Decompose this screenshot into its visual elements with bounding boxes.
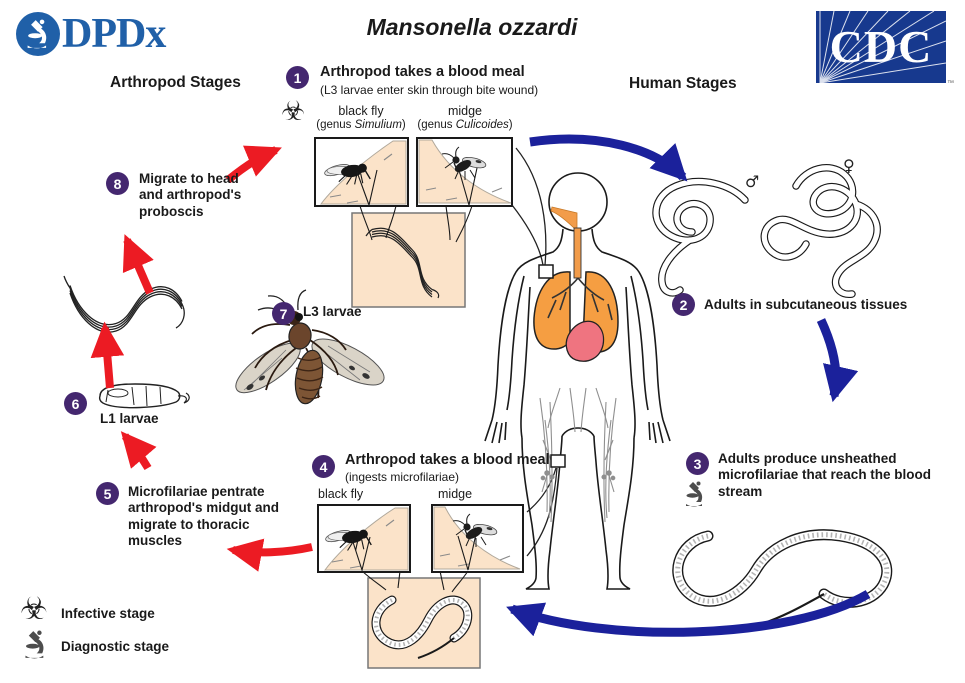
infective-stage-icon: ☣ xyxy=(281,96,306,127)
stage3-text: Adults produce unsheathed microfilariae … xyxy=(718,451,932,499)
stage4-blackfly-box-art xyxy=(317,504,411,573)
stage1-blackfly-box-art xyxy=(314,137,409,207)
stage4-blackfly-label: black fly xyxy=(318,487,364,501)
dpdx-logo-text: DPDx xyxy=(62,11,166,57)
blue-cycle-arrows xyxy=(506,134,871,637)
stage2-text: Adults in subcutaneous tissues xyxy=(704,297,908,312)
cdc-logo: CDC xyxy=(816,11,946,83)
stage2-number: 2 xyxy=(672,293,695,316)
stage4-midge-label: midge xyxy=(438,487,473,501)
legend-diagnostic-label: Diagnostic stage xyxy=(61,639,170,654)
heading-arthropod-stages: Arthropod Stages xyxy=(110,74,241,91)
stage4-number: 4 xyxy=(312,455,335,478)
page-title: Mansonella ozzardi xyxy=(366,14,578,40)
stage8-number: 8 xyxy=(106,172,129,195)
stage1-larva-box-art xyxy=(351,205,473,308)
stage4-subtitle: (ingests microfilariae) xyxy=(345,470,460,484)
stage1-subtitle: (L3 larvae enter skin through bite wound… xyxy=(320,83,539,97)
red-cycle-arrows xyxy=(90,145,313,572)
dpdx-microscope-icon xyxy=(16,12,60,56)
blackfly-name: black fly xyxy=(338,104,384,118)
cdc-logo-text: CDC xyxy=(829,21,933,72)
dpdx-logo: DPDx xyxy=(16,11,166,57)
blackfly-genus: (genus Simulium) xyxy=(316,119,406,131)
stage4-microfilaria-box-art xyxy=(361,570,481,669)
diagnostic-stage-icon xyxy=(683,481,707,512)
heading-human-stages: Human Stages xyxy=(629,75,737,92)
stage6-number: 6 xyxy=(64,392,87,415)
human-figure xyxy=(484,172,671,590)
adult-worms xyxy=(652,164,881,298)
stage1-number: 1 xyxy=(286,66,309,89)
stage4-midge-box-art xyxy=(431,504,524,573)
bite-site-connectors xyxy=(511,147,558,557)
l3-larva-art xyxy=(63,275,185,333)
stage6-text: L1 larvae xyxy=(100,411,159,426)
bite-site-marker-shoulder xyxy=(538,264,554,279)
lymphatic-vessels xyxy=(539,387,617,523)
cdc-rays xyxy=(819,11,946,83)
stage7-text: L3 larvae xyxy=(303,304,362,319)
stage1-title: Arthropod takes a blood meal xyxy=(320,64,525,80)
bite-site-marker-thigh xyxy=(550,454,566,468)
stage5-text: Microfilariae pentrate arthropod's midgu… xyxy=(128,484,279,549)
stage7-number: 7 xyxy=(272,302,295,325)
legend-infective-icon: ☣ xyxy=(20,591,48,627)
midge-name: midge xyxy=(447,104,483,118)
l1-larva-art xyxy=(98,383,190,409)
midge-genus: (genus Culicoides) xyxy=(417,119,513,131)
stage1-midge-box-art xyxy=(416,137,513,207)
microfilaria-bloodstream xyxy=(672,529,893,628)
stage5-number: 5 xyxy=(96,482,119,505)
stage8-text: Migrate to head and arthropod's probosci… xyxy=(139,171,242,219)
female-symbol: ♀ xyxy=(843,156,855,175)
stage1-midge-label: midge (genus Culicoides) xyxy=(413,104,517,133)
stage1-blackfly-label: black fly (genus Simulium) xyxy=(310,104,412,133)
stage3-number: 3 xyxy=(686,452,709,475)
stage4-title: Arthropod takes a blood meal xyxy=(345,452,550,468)
cdc-trademark: ™ xyxy=(947,80,954,87)
legend-diagnostic-icon xyxy=(22,630,49,664)
legend-infective-label: Infective stage xyxy=(61,606,155,621)
male-symbol: ♂ xyxy=(745,172,760,191)
